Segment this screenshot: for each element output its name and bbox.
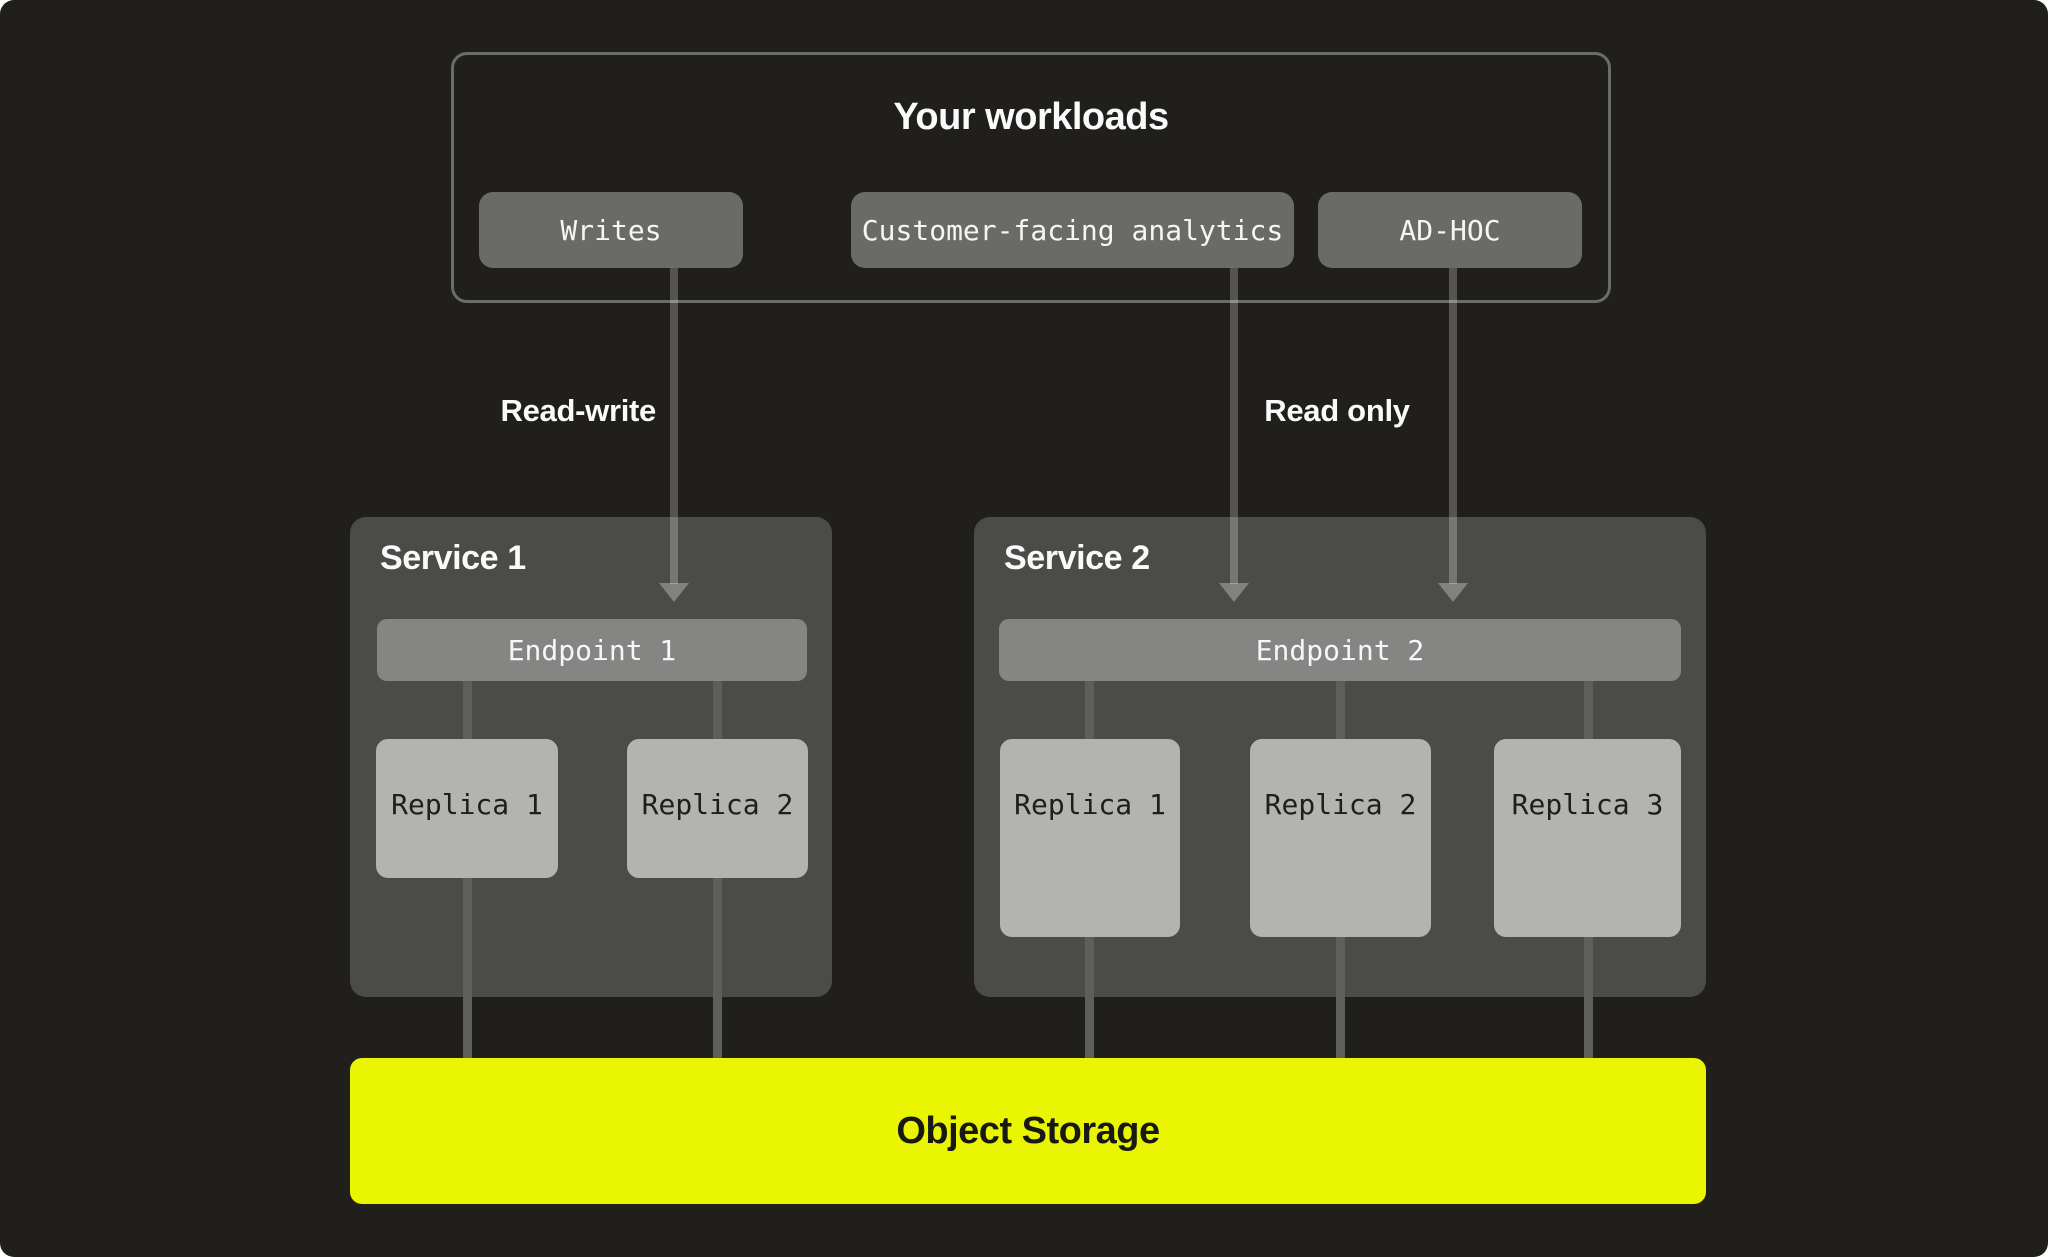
workloads-panel [451, 52, 1611, 303]
service-1-replica-1: Replica 1 [376, 739, 558, 878]
service-1-title: Service 1 [380, 539, 526, 577]
arrow-analytics-head-icon [1219, 583, 1249, 602]
read-only-label: Read only [1264, 393, 1410, 428]
object-storage-box: Object Storage [350, 1058, 1706, 1204]
arrow-adhoc-head-icon [1438, 583, 1468, 602]
service-2-title: Service 2 [1004, 539, 1150, 577]
service-2-replica-2: Replica 2 [1250, 739, 1431, 937]
workloads-title: Your workloads [893, 96, 1169, 138]
service-2-endpoint: Endpoint 2 [999, 619, 1681, 681]
arrow-analytics-line [1230, 268, 1238, 584]
arrow-writes-head-icon [659, 583, 689, 602]
service-2-replica-3: Replica 3 [1494, 739, 1681, 937]
workload-customer-facing-analytics-button: Customer-facing analytics [851, 192, 1294, 268]
arrow-adhoc-line [1449, 268, 1457, 584]
service-1-replica-2: Replica 2 [627, 739, 808, 878]
service-1-endpoint: Endpoint 1 [377, 619, 807, 681]
workload-writes-button: Writes [479, 192, 743, 268]
service-2-replica-1: Replica 1 [1000, 739, 1180, 937]
read-write-label: Read-write [500, 393, 657, 428]
arrow-writes-line [670, 268, 678, 584]
workload-ad-hoc-button: AD-HOC [1318, 192, 1582, 268]
